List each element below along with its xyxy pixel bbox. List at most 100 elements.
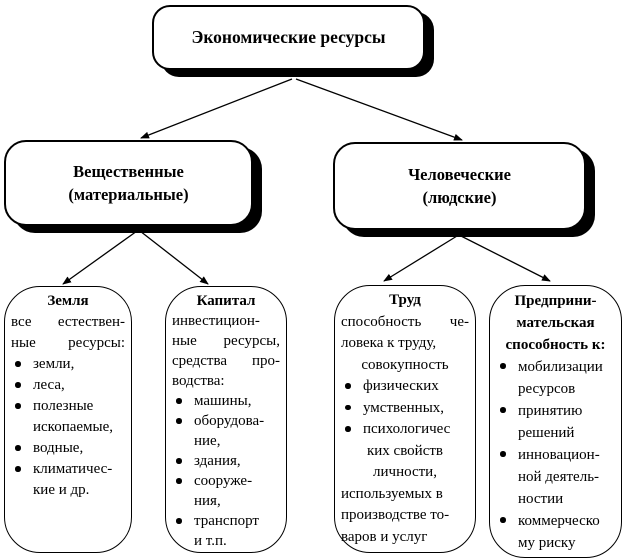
bullet-icon — [176, 518, 182, 524]
branch-box-material: Вещественные (материальные) — [4, 140, 253, 226]
box-line: земли, — [9, 354, 127, 375]
root-box-economic-resources: Экономические ресурсы — [152, 5, 425, 70]
leaf-box-land: Земля все естествен-ные ресурсы: земли, лес… — [4, 286, 132, 553]
leaf-box-labor: Труд способность че-ловека к труду, совоку… — [334, 285, 476, 553]
box-line: умственных, — [339, 398, 471, 420]
box-line: средства про- — [172, 353, 280, 369]
leaf-box-entrepreneurial-ability: Предприни-мательская способность к: мобили… — [489, 285, 622, 558]
arrow-root-to-human — [295, 78, 463, 141]
box-line: совокупность — [361, 356, 449, 373]
arrow-human-to-labor — [383, 235, 458, 282]
box-heading-line: Земля — [47, 293, 89, 309]
box-line: и т.п. — [194, 533, 227, 549]
root-box-label: Экономические ресурсы — [191, 27, 386, 47]
box-line: ностии — [518, 491, 564, 507]
bullet-text: здания, — [194, 453, 241, 469]
bullet-icon — [500, 517, 506, 523]
bullet-icon — [15, 403, 21, 409]
box-line: физических — [339, 376, 471, 398]
bullet-icon — [15, 382, 21, 388]
box-line: ископаемые, — [33, 419, 114, 435]
box-line: инвестицион- — [172, 313, 260, 329]
arrow-human-to-entrepreneur — [460, 235, 551, 282]
box-line: водные, — [9, 438, 127, 459]
arrow-material-to-land — [62, 230, 138, 285]
bullet-icon — [500, 407, 506, 413]
box-line: способность че- — [341, 313, 469, 330]
box-line: полезные — [9, 396, 127, 417]
bullet-icon — [500, 451, 506, 457]
arrow-material-to-capital — [139, 230, 209, 285]
box-line: здания, — [170, 451, 282, 471]
box-line: ловека к труду, — [341, 335, 437, 351]
bullet-icon — [176, 478, 182, 484]
bullet-text: климатичес- — [33, 461, 113, 477]
box-line: машины, — [170, 391, 282, 411]
box-line: личности, — [373, 464, 437, 480]
branch-material-line2: (материальные) — [68, 185, 189, 204]
box-line: сооруже- — [170, 471, 282, 491]
box-line: ресурсов — [518, 381, 576, 397]
bullet-icon — [345, 383, 351, 389]
bullet-icon — [500, 363, 506, 369]
branch-material-line1: Вещественные — [73, 162, 184, 181]
leaf-box-capital: Капитал инвестицион-ные ресурсы, средства … — [165, 286, 287, 553]
box-heading-line: мательская — [516, 315, 595, 331]
box-line: все естествен- — [11, 314, 125, 330]
bullet-text: коммерческо — [518, 513, 600, 529]
bullet-text: полезные — [33, 398, 94, 414]
box-line: ные ресурсы: — [11, 335, 125, 351]
box-line: ких свойств — [366, 442, 444, 459]
box-line: климатичес- — [9, 459, 127, 480]
box-line: решений — [518, 425, 575, 441]
bullet-text: машины, — [194, 393, 252, 409]
box-heading-line: Капитал — [196, 293, 256, 309]
branch-human-line2: (людские) — [422, 188, 497, 207]
box-line: коммерческо — [494, 510, 617, 532]
bullet-icon — [15, 361, 21, 367]
branch-box-human: Человеческие (людские) — [333, 142, 586, 230]
bullet-text: леса, — [33, 377, 65, 393]
bullet-text: физических — [363, 378, 439, 394]
box-line: ние, — [194, 433, 221, 449]
box-line: ной деятель- — [518, 469, 600, 485]
bullet-icon — [176, 418, 182, 424]
box-heading-line: Труд — [389, 292, 421, 308]
box-line: леса, — [9, 375, 127, 396]
bullet-text: водные, — [33, 440, 84, 456]
bullet-text: умственных, — [363, 399, 445, 416]
bullet-text: психологичес — [363, 421, 451, 437]
box-line: психологичес — [339, 419, 471, 441]
box-heading-line: Предприни- — [514, 293, 597, 309]
box-line: используемых в — [341, 485, 443, 502]
arrow-root-to-material — [140, 78, 293, 139]
bullet-icon — [345, 426, 351, 432]
bullet-text: оборудова- — [194, 413, 265, 429]
bullet-text: сооруже- — [194, 473, 253, 489]
box-line: инновацион- — [494, 444, 617, 466]
box-line: варов и услуг — [341, 528, 428, 545]
bullet-icon — [345, 404, 351, 410]
box-line: мобилизации — [494, 356, 617, 378]
box-line: принятию — [494, 400, 617, 422]
bullet-icon — [15, 445, 21, 451]
bullet-icon — [176, 398, 182, 404]
branch-human-line1: Человеческие — [408, 165, 511, 184]
box-heading-line: способность к: — [505, 337, 606, 353]
bullet-text: мобилизации — [518, 359, 603, 375]
bullet-icon — [15, 466, 21, 472]
box-line: оборудова- — [170, 411, 282, 431]
bullet-text: инновацион- — [518, 447, 600, 463]
bullet-text: транспорт — [194, 513, 259, 529]
box-line: му риску — [518, 535, 576, 551]
bullet-text: принятию — [518, 403, 583, 419]
box-line: водства: — [172, 373, 225, 389]
box-line: производстве то- — [341, 507, 450, 523]
box-line: ные ресурсы, — [172, 333, 280, 349]
box-line: ния, — [194, 493, 221, 509]
box-line: транспорт — [170, 511, 282, 531]
bullet-text: земли, — [33, 356, 75, 372]
bullet-icon — [176, 458, 182, 464]
